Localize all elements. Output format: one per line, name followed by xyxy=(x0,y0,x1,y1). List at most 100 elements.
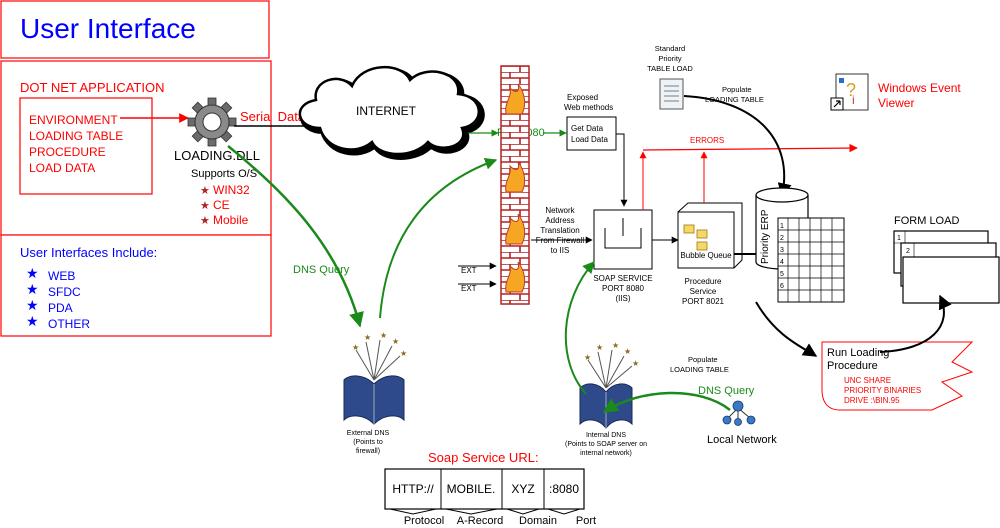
os-win32: WIN32 xyxy=(213,183,250,197)
internal-dns-book-icon: ★ ★ ★ ★ ★ xyxy=(579,341,639,429)
nat-line-3: Translation xyxy=(540,226,579,235)
external-dns-label-1: External DNS xyxy=(347,430,390,437)
queue-3d-edge xyxy=(677,202,743,269)
gear-icon xyxy=(187,97,237,147)
form-row-1: 1 xyxy=(897,235,901,242)
ui-includes-heading: User Interfaces Include: xyxy=(20,245,157,260)
run-loading-title-1: Run Loading xyxy=(827,347,889,359)
populate-top-label-2: LOADING TABLE xyxy=(705,95,764,104)
ui-include-list: ★ WEB ★ SFDC ★ PDA ★ OTHER xyxy=(26,265,90,331)
run-loading-detail-2: PRIORITY BINARIES xyxy=(844,386,921,395)
url-cell-protocol: HTTP:// xyxy=(392,482,434,496)
folder-icon xyxy=(683,224,695,234)
url-label-port: Port xyxy=(576,515,596,527)
svg-text:?: ? xyxy=(846,80,856,100)
dns-query-right-label: DNS Query xyxy=(698,385,755,397)
svg-text:★: ★ xyxy=(364,333,371,342)
ext-label-2: EXT xyxy=(461,284,477,293)
populate-bottom-label-1: Populate xyxy=(688,355,718,364)
erp-row-2: 2 xyxy=(780,235,784,242)
external-dns-book-icon: ★ ★ ★ ★ ★ xyxy=(343,331,407,425)
populate-bottom-label-2: LOADING TABLE xyxy=(670,365,729,374)
url-label-domain: Domain xyxy=(519,515,557,527)
star-icon: ★ xyxy=(26,297,39,313)
external-dns-to-firewall-arrow xyxy=(379,158,498,319)
windows-event-label-2: Viewer xyxy=(878,96,914,110)
proc-service-label-3: PORT 8021 xyxy=(682,297,725,306)
internet-label: INTERNET xyxy=(356,104,417,118)
std-priority-label-1: Standard xyxy=(655,44,685,53)
soap-url-heading: Soap Service URL: xyxy=(428,450,539,465)
getdata-label-2: Load Data xyxy=(571,135,608,144)
star-icon: ★ xyxy=(26,313,39,329)
dll-label: LOADING.DLL xyxy=(174,148,260,163)
dns-query-left-label: DNS Query xyxy=(293,264,350,276)
fire-icon xyxy=(505,83,526,293)
url-cell-arecord: MOBILE. xyxy=(447,482,496,496)
url-label-protocol: Protocol xyxy=(404,515,444,527)
getdata-label-1: Get Data xyxy=(571,124,604,133)
svg-text:★: ★ xyxy=(352,343,359,352)
internal-dns-label-2: (Points to SOAP server on xyxy=(565,441,647,448)
getdata-box xyxy=(566,116,617,151)
proc-service-label-2: Service xyxy=(690,287,717,296)
run-loading-detail-3: DRIVE :\BIN.95 xyxy=(844,396,900,405)
local-network-label: Local Network xyxy=(707,434,777,446)
svg-text:★: ★ xyxy=(584,353,591,362)
soap-service-label-3: (IIS) xyxy=(615,294,630,303)
populate-top-label-1: Populate xyxy=(722,85,752,94)
os-mobile: Mobile xyxy=(213,213,249,227)
std-priority-label-2: Priority xyxy=(658,54,682,63)
svg-text:★: ★ xyxy=(392,337,399,346)
run-loading-to-form-arrow xyxy=(879,294,952,353)
svg-text:★: ★ xyxy=(400,349,407,358)
ui-item-other: OTHER xyxy=(48,317,90,331)
dotnet-box xyxy=(0,60,272,236)
soap-service-label-2: PORT 8080 xyxy=(602,284,645,293)
erp-row-1: 1 xyxy=(780,223,784,230)
serial-data-label: Seria Data xyxy=(240,109,306,124)
svg-text:★: ★ xyxy=(612,341,619,350)
star-icon: ★ xyxy=(26,265,39,281)
erp-row-3: 3 xyxy=(780,247,784,254)
svg-text:★: ★ xyxy=(632,359,639,368)
internal-dns-label-3: internal network) xyxy=(580,450,632,457)
step-procedure: PROCEDURE xyxy=(29,145,106,159)
ui-includes-box xyxy=(0,234,272,337)
run-loading-detail-1: UNC SHARE xyxy=(844,376,891,385)
ui-item-web: WEB xyxy=(48,269,75,283)
steps-box xyxy=(19,97,153,195)
std-priority-label-3: TABLE LOAD xyxy=(647,64,693,73)
url-cell-domain: XYZ xyxy=(511,482,534,496)
svg-text:★: ★ xyxy=(596,343,603,352)
run-loading-title-2: Procedure xyxy=(827,360,878,372)
page-title: User Interface xyxy=(20,13,196,44)
url-brackets xyxy=(389,508,581,515)
external-dns-label-2: (Points to xyxy=(353,439,383,446)
folder-icon xyxy=(696,229,708,239)
external-dns-label-3: firewall) xyxy=(356,448,380,455)
erp-row-4: 4 xyxy=(780,259,784,266)
internet-cloud-icon xyxy=(298,66,485,160)
dotnet-heading: DOT NET APPLICATION xyxy=(20,80,164,95)
title-box xyxy=(0,0,270,59)
ui-item-pda: PDA xyxy=(48,301,73,315)
priority-erp-database xyxy=(755,187,845,303)
step-load-data: LOAD DATA xyxy=(29,161,95,175)
soap-url-table xyxy=(384,468,585,510)
soap-service-box xyxy=(593,209,653,270)
star-icon: ★ xyxy=(200,200,210,212)
errors-arrow xyxy=(642,143,858,153)
ui-item-sfdc: SFDC xyxy=(48,285,81,299)
folder-icon xyxy=(696,241,708,251)
erp-row-numbers: 1 2 3 4 5 6 xyxy=(780,223,784,290)
erp-to-run-loading-arrow xyxy=(755,301,818,357)
internal-dns-to-soap-arrow xyxy=(564,261,595,395)
getdata-to-soap-arrow xyxy=(616,133,628,207)
soap-inner-shape xyxy=(604,218,642,249)
bubble-queue-label: Bubble Queue xyxy=(680,251,732,260)
document-icon xyxy=(659,78,684,110)
form-load-label: FORM LOAD xyxy=(894,215,959,227)
priority-erp-label: Priority ERP xyxy=(760,209,771,264)
nat-line-1: Network xyxy=(545,206,575,215)
